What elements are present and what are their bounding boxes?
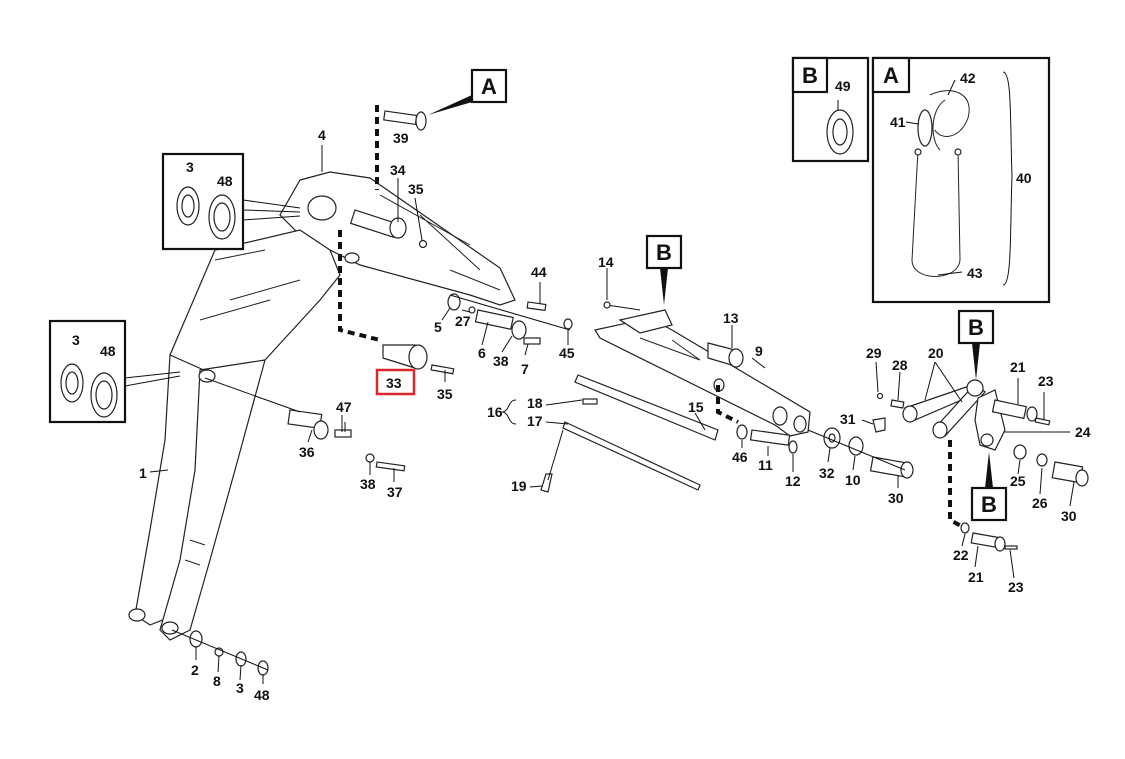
- flag-b-center: B: [645, 234, 683, 305]
- label-part-14[interactable]: 14: [598, 254, 614, 270]
- boom-arm[interactable]: [128, 171, 516, 641]
- washer-detail-box-lower: [48, 319, 181, 424]
- label-part-41[interactable]: 41: [890, 114, 906, 130]
- label-part-13[interactable]: 13: [723, 310, 739, 326]
- label-part-18[interactable]: 18: [527, 395, 543, 411]
- label-part-43[interactable]: 43: [967, 265, 983, 281]
- label-part-42[interactable]: 42: [960, 70, 976, 86]
- label-part-6[interactable]: 6: [478, 345, 486, 361]
- label-part-21-bottom[interactable]: 21: [968, 569, 984, 585]
- flag-a-upper: A: [428, 68, 508, 115]
- label-part-20[interactable]: 20: [928, 345, 944, 361]
- label-part-34[interactable]: 34: [390, 162, 406, 178]
- label-part-31[interactable]: 31: [840, 411, 856, 427]
- label-part-38-right[interactable]: 38: [493, 353, 509, 369]
- label-part-48-lower[interactable]: 48: [100, 343, 116, 359]
- pin-group-upper[interactable]: [338, 105, 455, 375]
- label-part-44[interactable]: 44: [531, 264, 547, 280]
- label-part-26[interactable]: 26: [1032, 495, 1048, 511]
- washer-detail-box-upper: [161, 152, 301, 251]
- label-part-27[interactable]: 27: [455, 313, 471, 329]
- label-part-37[interactable]: 37: [387, 484, 403, 500]
- label-part-12[interactable]: 12: [785, 473, 801, 489]
- detail-box-40: A: [871, 56, 1051, 304]
- callout-b-label: B: [802, 63, 818, 88]
- label-part-48-upper[interactable]: 48: [217, 173, 233, 189]
- label-part-36[interactable]: 36: [299, 444, 315, 460]
- label-part-23-top[interactable]: 23: [1038, 373, 1054, 389]
- pin-group-right[interactable]: [807, 417, 914, 479]
- label-part-30-left[interactable]: 30: [888, 490, 904, 506]
- label-part-2[interactable]: 2: [191, 662, 199, 678]
- label-part-21-top[interactable]: 21: [1010, 359, 1026, 375]
- flag-b-right-top-label: B: [968, 315, 984, 340]
- label-part-11[interactable]: 11: [758, 457, 773, 473]
- label-part-32[interactable]: 32: [819, 465, 835, 481]
- pin-group-lower[interactable]: [171, 629, 269, 676]
- label-part-22[interactable]: 22: [953, 547, 969, 563]
- label-part-45[interactable]: 45: [559, 345, 575, 361]
- flag-b-right-bottom-label: B: [981, 492, 997, 517]
- highlight-box-33: [375, 368, 416, 396]
- label-part-1[interactable]: 1: [139, 465, 147, 481]
- flag-b-right-bottom: B: [970, 452, 1008, 522]
- label-part-49[interactable]: 49: [835, 78, 851, 94]
- pin-group-middle[interactable]: [204, 377, 406, 472]
- label-part-3-bottom[interactable]: 3: [236, 680, 244, 696]
- label-part-38-left[interactable]: 38: [360, 476, 376, 492]
- brace-16: [501, 399, 517, 425]
- label-part-25[interactable]: 25: [1010, 473, 1026, 489]
- pin-group-right-boom[interactable]: [447, 293, 573, 345]
- label-part-17[interactable]: 17: [527, 413, 543, 429]
- hitch-bracket[interactable]: [594, 301, 811, 454]
- link-group[interactable]: [876, 379, 1089, 552]
- label-part-8[interactable]: 8: [213, 673, 221, 689]
- rod-group[interactable]: [540, 374, 719, 493]
- label-part-35-bottom[interactable]: 35: [437, 386, 453, 402]
- label-part-7[interactable]: 7: [521, 361, 529, 377]
- label-part-33[interactable]: 33: [386, 375, 402, 391]
- label-part-23-bottom[interactable]: 23: [1008, 579, 1024, 595]
- label-part-5[interactable]: 5: [434, 319, 442, 335]
- label-part-16[interactable]: 16: [487, 404, 503, 420]
- flag-a-upper-label: A: [481, 74, 497, 99]
- label-part-28[interactable]: 28: [892, 357, 908, 373]
- label-part-35-top[interactable]: 35: [408, 181, 424, 197]
- label-part-46[interactable]: 46: [732, 449, 748, 465]
- label-part-10[interactable]: 10: [845, 472, 861, 488]
- label-part-47[interactable]: 47: [336, 399, 352, 415]
- label-part-29[interactable]: 29: [866, 345, 882, 361]
- flag-b-center-label: B: [656, 240, 672, 265]
- label-part-48-bottom[interactable]: 48: [254, 687, 270, 703]
- label-part-39[interactable]: 39: [393, 130, 409, 146]
- label-part-3-upper[interactable]: 3: [186, 159, 194, 175]
- label-part-15[interactable]: 15: [688, 399, 704, 415]
- label-part-9[interactable]: 9: [755, 343, 763, 359]
- label-part-3-lower[interactable]: 3: [72, 332, 80, 348]
- label-part-19[interactable]: 19: [511, 478, 527, 494]
- callout-a-label: A: [883, 63, 899, 88]
- label-part-40[interactable]: 40: [1016, 170, 1032, 186]
- detail-box-49: B: [791, 56, 870, 163]
- leader-lines: [149, 79, 1075, 684]
- flag-b-right-top: B: [957, 309, 995, 380]
- part-labels: 1 2 3 3 3 4 5 6 7 8 9 10 11 12 13 14 15 …: [72, 70, 1091, 703]
- label-part-4[interactable]: 4: [318, 127, 326, 143]
- label-part-24[interactable]: 24: [1075, 424, 1091, 440]
- label-part-30-right[interactable]: 30: [1061, 508, 1077, 524]
